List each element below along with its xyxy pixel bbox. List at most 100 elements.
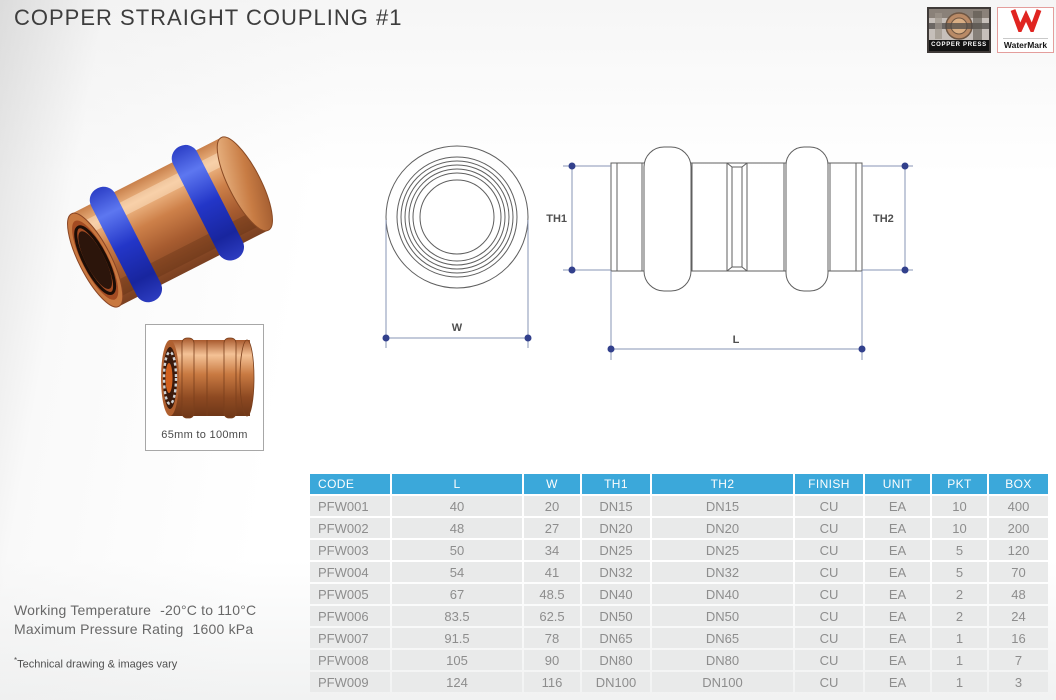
table-cell: 5 bbox=[932, 562, 987, 582]
coupling-photo-body bbox=[67, 136, 273, 308]
table-cell: 1 bbox=[932, 650, 987, 670]
table-cell: DN65 bbox=[652, 628, 793, 648]
table-cell: DN25 bbox=[582, 540, 650, 560]
table-cell: DN15 bbox=[582, 496, 650, 516]
front-view bbox=[385, 145, 529, 289]
table-cell: DN80 bbox=[582, 650, 650, 670]
table-cell: DN20 bbox=[652, 518, 793, 538]
table-cell: 48.5 bbox=[524, 584, 580, 604]
column-header-th1: TH1 bbox=[582, 474, 650, 494]
table-cell: CU bbox=[795, 540, 863, 560]
dimension-w: W bbox=[382, 220, 532, 348]
table-cell: 124 bbox=[392, 672, 522, 692]
table-cell: 16 bbox=[989, 628, 1048, 648]
table-cell: 10 bbox=[932, 518, 987, 538]
dim-label-l: L bbox=[733, 334, 740, 346]
table-cell: 50 bbox=[392, 540, 522, 560]
table-cell: DN100 bbox=[582, 672, 650, 692]
column-header-th2: TH2 bbox=[652, 474, 793, 494]
table-cell: PFW001 bbox=[310, 496, 390, 516]
table-cell: 5 bbox=[932, 540, 987, 560]
thumbnail-photo bbox=[161, 337, 255, 419]
table-cell: PFW007 bbox=[310, 628, 390, 648]
footnote-asterisk: * bbox=[14, 656, 18, 665]
table-cell: 40 bbox=[392, 496, 522, 516]
table-cell: 116 bbox=[524, 672, 580, 692]
notes-block: Working Temperature-20°C to 110°C Maximu… bbox=[14, 601, 256, 671]
product-photo bbox=[67, 136, 273, 308]
footnote: *Technical drawing & images vary bbox=[14, 656, 256, 671]
table-cell: PFW004 bbox=[310, 562, 390, 582]
table-cell: EA bbox=[865, 518, 930, 538]
table-cell: 120 bbox=[989, 540, 1048, 560]
table-cell: CU bbox=[795, 650, 863, 670]
table-cell: PFW006 bbox=[310, 606, 390, 626]
press-collar-left bbox=[643, 146, 692, 292]
table-cell: EA bbox=[865, 672, 930, 692]
table-cell: EA bbox=[865, 540, 930, 560]
table-cell: 48 bbox=[392, 518, 522, 538]
dimension-th1: TH1 bbox=[546, 162, 611, 274]
table-cell: 2 bbox=[932, 606, 987, 626]
table-cell: PFW003 bbox=[310, 540, 390, 560]
table-cell: 2 bbox=[932, 584, 987, 604]
table-cell: 1 bbox=[932, 672, 987, 692]
dim-label-th1: TH1 bbox=[546, 213, 567, 225]
table-cell: 67 bbox=[392, 584, 522, 604]
table-cell: 78 bbox=[524, 628, 580, 648]
dim-label-w: W bbox=[452, 322, 463, 334]
seal-ring-right bbox=[171, 144, 245, 261]
technical-drawing: W TH1 bbox=[382, 145, 913, 360]
table-cell: DN32 bbox=[582, 562, 650, 582]
press-collar-right bbox=[785, 146, 829, 292]
table-cell: CU bbox=[795, 628, 863, 648]
copper-press-label: COPPER PRESS bbox=[929, 40, 989, 51]
table-cell: CU bbox=[795, 562, 863, 582]
table-cell: 54 bbox=[392, 562, 522, 582]
table-cell: CU bbox=[795, 518, 863, 538]
page-title: COPPER STRAIGHT COUPLING #1 bbox=[14, 5, 403, 30]
column-header-w: W bbox=[524, 474, 580, 494]
table-cell: DN50 bbox=[582, 606, 650, 626]
working-temperature-value: -20°C to 110°C bbox=[160, 602, 257, 618]
table-cell: 90 bbox=[524, 650, 580, 670]
table-cell: DN20 bbox=[582, 518, 650, 538]
dim-label-th2: TH2 bbox=[873, 213, 894, 225]
side-view bbox=[610, 146, 863, 292]
table-cell: DN65 bbox=[582, 628, 650, 648]
copper-press-photo-icon bbox=[929, 9, 989, 42]
table-cell: 24 bbox=[989, 606, 1048, 626]
table-cell: DN32 bbox=[652, 562, 793, 582]
table-cell: CU bbox=[795, 606, 863, 626]
table-cell: 200 bbox=[989, 518, 1048, 538]
pressure-rating-value: 1600 kPa bbox=[192, 621, 254, 637]
table-cell: CU bbox=[795, 584, 863, 604]
seal-ring-left bbox=[89, 186, 163, 303]
table-cell: 91.5 bbox=[392, 628, 522, 648]
table-cell: 3 bbox=[989, 672, 1048, 692]
column-header-pkt: PKT bbox=[932, 474, 987, 494]
footnote-text: Technical drawing & images vary bbox=[17, 658, 178, 671]
table-cell: PFW005 bbox=[310, 584, 390, 604]
table-cell: EA bbox=[865, 606, 930, 626]
table-cell: 400 bbox=[989, 496, 1048, 516]
table-cell: EA bbox=[865, 628, 930, 648]
table-cell: CU bbox=[795, 496, 863, 516]
table-cell: 105 bbox=[392, 650, 522, 670]
column-header-unit: UNIT bbox=[865, 474, 930, 494]
watermark-divider bbox=[1003, 38, 1048, 39]
